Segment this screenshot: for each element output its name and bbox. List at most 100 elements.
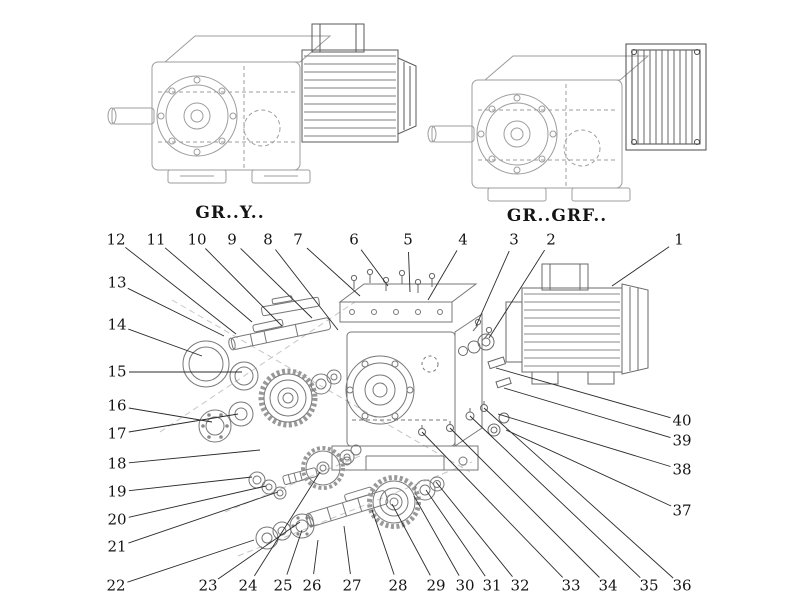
part-number-40: 40 xyxy=(672,411,692,430)
spacer-ring xyxy=(229,361,259,391)
terminal-box xyxy=(311,23,365,53)
bearing xyxy=(198,409,232,443)
leader-line-16 xyxy=(128,407,213,423)
end-disc xyxy=(255,526,279,550)
part-number-32: 32 xyxy=(510,576,530,595)
part-number-19: 19 xyxy=(107,482,127,501)
terminal-box xyxy=(541,263,589,291)
part-number-39: 39 xyxy=(672,431,692,450)
output-shaft-stub xyxy=(431,125,475,143)
part-number-25: 25 xyxy=(273,576,293,595)
leader-lines xyxy=(125,246,674,583)
part-number-10: 10 xyxy=(187,230,207,249)
part-number-35: 35 xyxy=(639,576,659,595)
leader-line-39 xyxy=(503,387,671,439)
washer xyxy=(414,479,436,501)
leader-line-5 xyxy=(408,251,411,293)
exploded-input-shaft-parts xyxy=(182,295,342,443)
leader-line-14 xyxy=(128,328,203,357)
leader-line-29 xyxy=(391,503,431,576)
part-number-21: 21 xyxy=(107,537,127,556)
leader-line-38 xyxy=(497,413,671,467)
part-number-11: 11 xyxy=(146,230,166,249)
part-number-14: 14 xyxy=(107,315,127,334)
leader-line-13 xyxy=(127,287,225,337)
part-number-2: 2 xyxy=(546,230,556,249)
leader-line-30 xyxy=(413,495,460,576)
leader-line-20 xyxy=(128,485,267,518)
leader-line-8 xyxy=(275,249,339,331)
leader-line-37 xyxy=(505,429,672,507)
part-number-23: 23 xyxy=(198,576,218,595)
washer xyxy=(310,373,332,395)
part-number-28: 28 xyxy=(388,576,408,595)
part-number-27: 27 xyxy=(342,576,362,595)
part-number-17: 17 xyxy=(107,424,127,443)
part-number-13: 13 xyxy=(107,273,127,292)
exploded-intermediate-parts xyxy=(248,444,362,500)
leader-line-7 xyxy=(306,247,361,297)
leader-line-3 xyxy=(475,250,510,327)
leader-line-4 xyxy=(427,250,458,301)
leader-line-12 xyxy=(125,247,237,335)
mounting-foot xyxy=(487,187,547,202)
leader-line-40 xyxy=(495,367,671,419)
gear-medium xyxy=(301,446,345,490)
exploded-motor xyxy=(458,263,649,385)
part-number-3: 3 xyxy=(509,230,519,249)
leader-line-1 xyxy=(611,246,670,287)
part-number-34: 34 xyxy=(598,576,618,595)
leader-line-24 xyxy=(254,471,321,577)
part-number-16: 16 xyxy=(107,396,127,415)
assembly-drawing-gr-grf xyxy=(427,55,650,202)
part-number-30: 30 xyxy=(455,576,475,595)
leader-line-6 xyxy=(360,249,389,287)
retaining-ring xyxy=(350,444,362,456)
part-number-9: 9 xyxy=(227,230,237,249)
part-number-24: 24 xyxy=(238,576,258,595)
part-number-33: 33 xyxy=(561,576,581,595)
plugs-and-fittings xyxy=(418,401,488,436)
assembly-drawing-gr-y xyxy=(107,35,332,184)
part-number-4: 4 xyxy=(458,230,468,249)
motor-drawing-gr-y xyxy=(301,23,417,143)
oil-seal-ring xyxy=(182,340,230,388)
leader-line-25 xyxy=(286,529,303,575)
bearing-small xyxy=(228,401,254,427)
leader-line-21 xyxy=(128,491,279,544)
washer xyxy=(326,369,342,385)
part-number-26: 26 xyxy=(302,576,322,595)
part-number-29: 29 xyxy=(426,576,446,595)
leader-line-9 xyxy=(240,248,313,319)
part-number-36: 36 xyxy=(672,576,692,595)
part-number-37: 37 xyxy=(672,501,692,520)
mounting-foot xyxy=(571,187,631,202)
mounting-foot xyxy=(251,169,311,184)
leader-line-11 xyxy=(164,247,253,323)
flange-drawing-gr-grf xyxy=(625,43,707,151)
leader-line-28 xyxy=(371,509,395,575)
intermediate-pinion xyxy=(282,467,318,485)
input-shaft xyxy=(228,317,332,351)
leader-line-26 xyxy=(313,539,319,575)
view-label-gr-grf: GR..GRF.. xyxy=(506,206,608,226)
gear-output xyxy=(367,475,421,529)
bolt-circle-pattern xyxy=(477,94,557,174)
part-number-7: 7 xyxy=(293,230,303,249)
leader-line-22 xyxy=(127,539,255,583)
cover-bolts xyxy=(350,268,436,293)
leader-line-35 xyxy=(469,415,641,579)
leader-line-36 xyxy=(483,407,674,579)
keys-and-shims xyxy=(487,356,512,437)
construction-lines xyxy=(159,299,473,557)
part-number-20: 20 xyxy=(107,510,127,529)
leader-line-18 xyxy=(128,449,261,464)
leader-line-33 xyxy=(421,431,564,578)
exploded-top-cover xyxy=(338,283,478,323)
fan-cover xyxy=(621,283,649,375)
part-number-5: 5 xyxy=(403,230,413,249)
base-flange xyxy=(331,445,479,471)
part-number-8: 8 xyxy=(263,230,273,249)
motor-foot xyxy=(587,371,615,385)
